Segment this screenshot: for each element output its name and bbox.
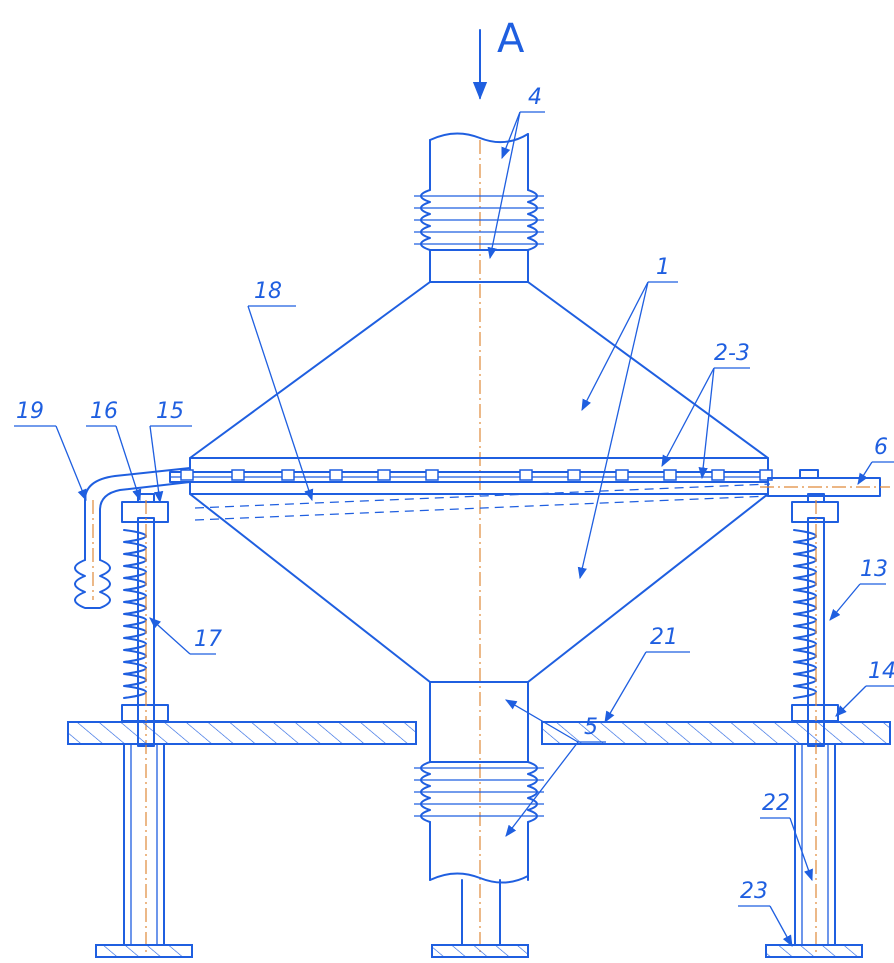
callout-13: 13 [860,557,888,582]
callout-18: 18 [254,279,282,304]
callout-1: 1 [656,255,670,280]
view-arrow-a: A [472,16,525,100]
left-leg [123,743,165,946]
sieve-flange [169,457,769,495]
upper-cone [189,281,769,459]
callout-14: 14 [868,659,894,684]
callout-19: 19 [16,399,44,424]
callout-17: 17 [194,627,222,652]
callout-4: 4 [528,85,542,110]
callout-labels: 4 1 2-3 6 18 19 16 15 17 13 14 21 5 22 2… [16,85,894,904]
callout-5: 5 [584,715,598,740]
side-outlet-spout [760,469,890,497]
base-plate [67,721,891,745]
callout-6: 6 [874,435,888,460]
leader-lines [14,111,894,948]
lower-cone [189,493,769,683]
callout-23: 23 [740,879,768,904]
inlet-pipe [414,132,544,283]
callout-16: 16 [90,399,118,424]
callout-2-3: 2-3 [714,341,750,366]
foot-plates [95,944,863,958]
flange-bolts [180,469,773,481]
inclined-screen [194,483,771,521]
callout-22: 22 [762,791,790,816]
view-label: A [497,16,525,62]
outlet-pipe [414,681,544,946]
callout-15: 15 [156,399,184,424]
callout-21: 21 [650,625,678,650]
right-leg [794,743,836,946]
oversize-chute [74,467,191,609]
